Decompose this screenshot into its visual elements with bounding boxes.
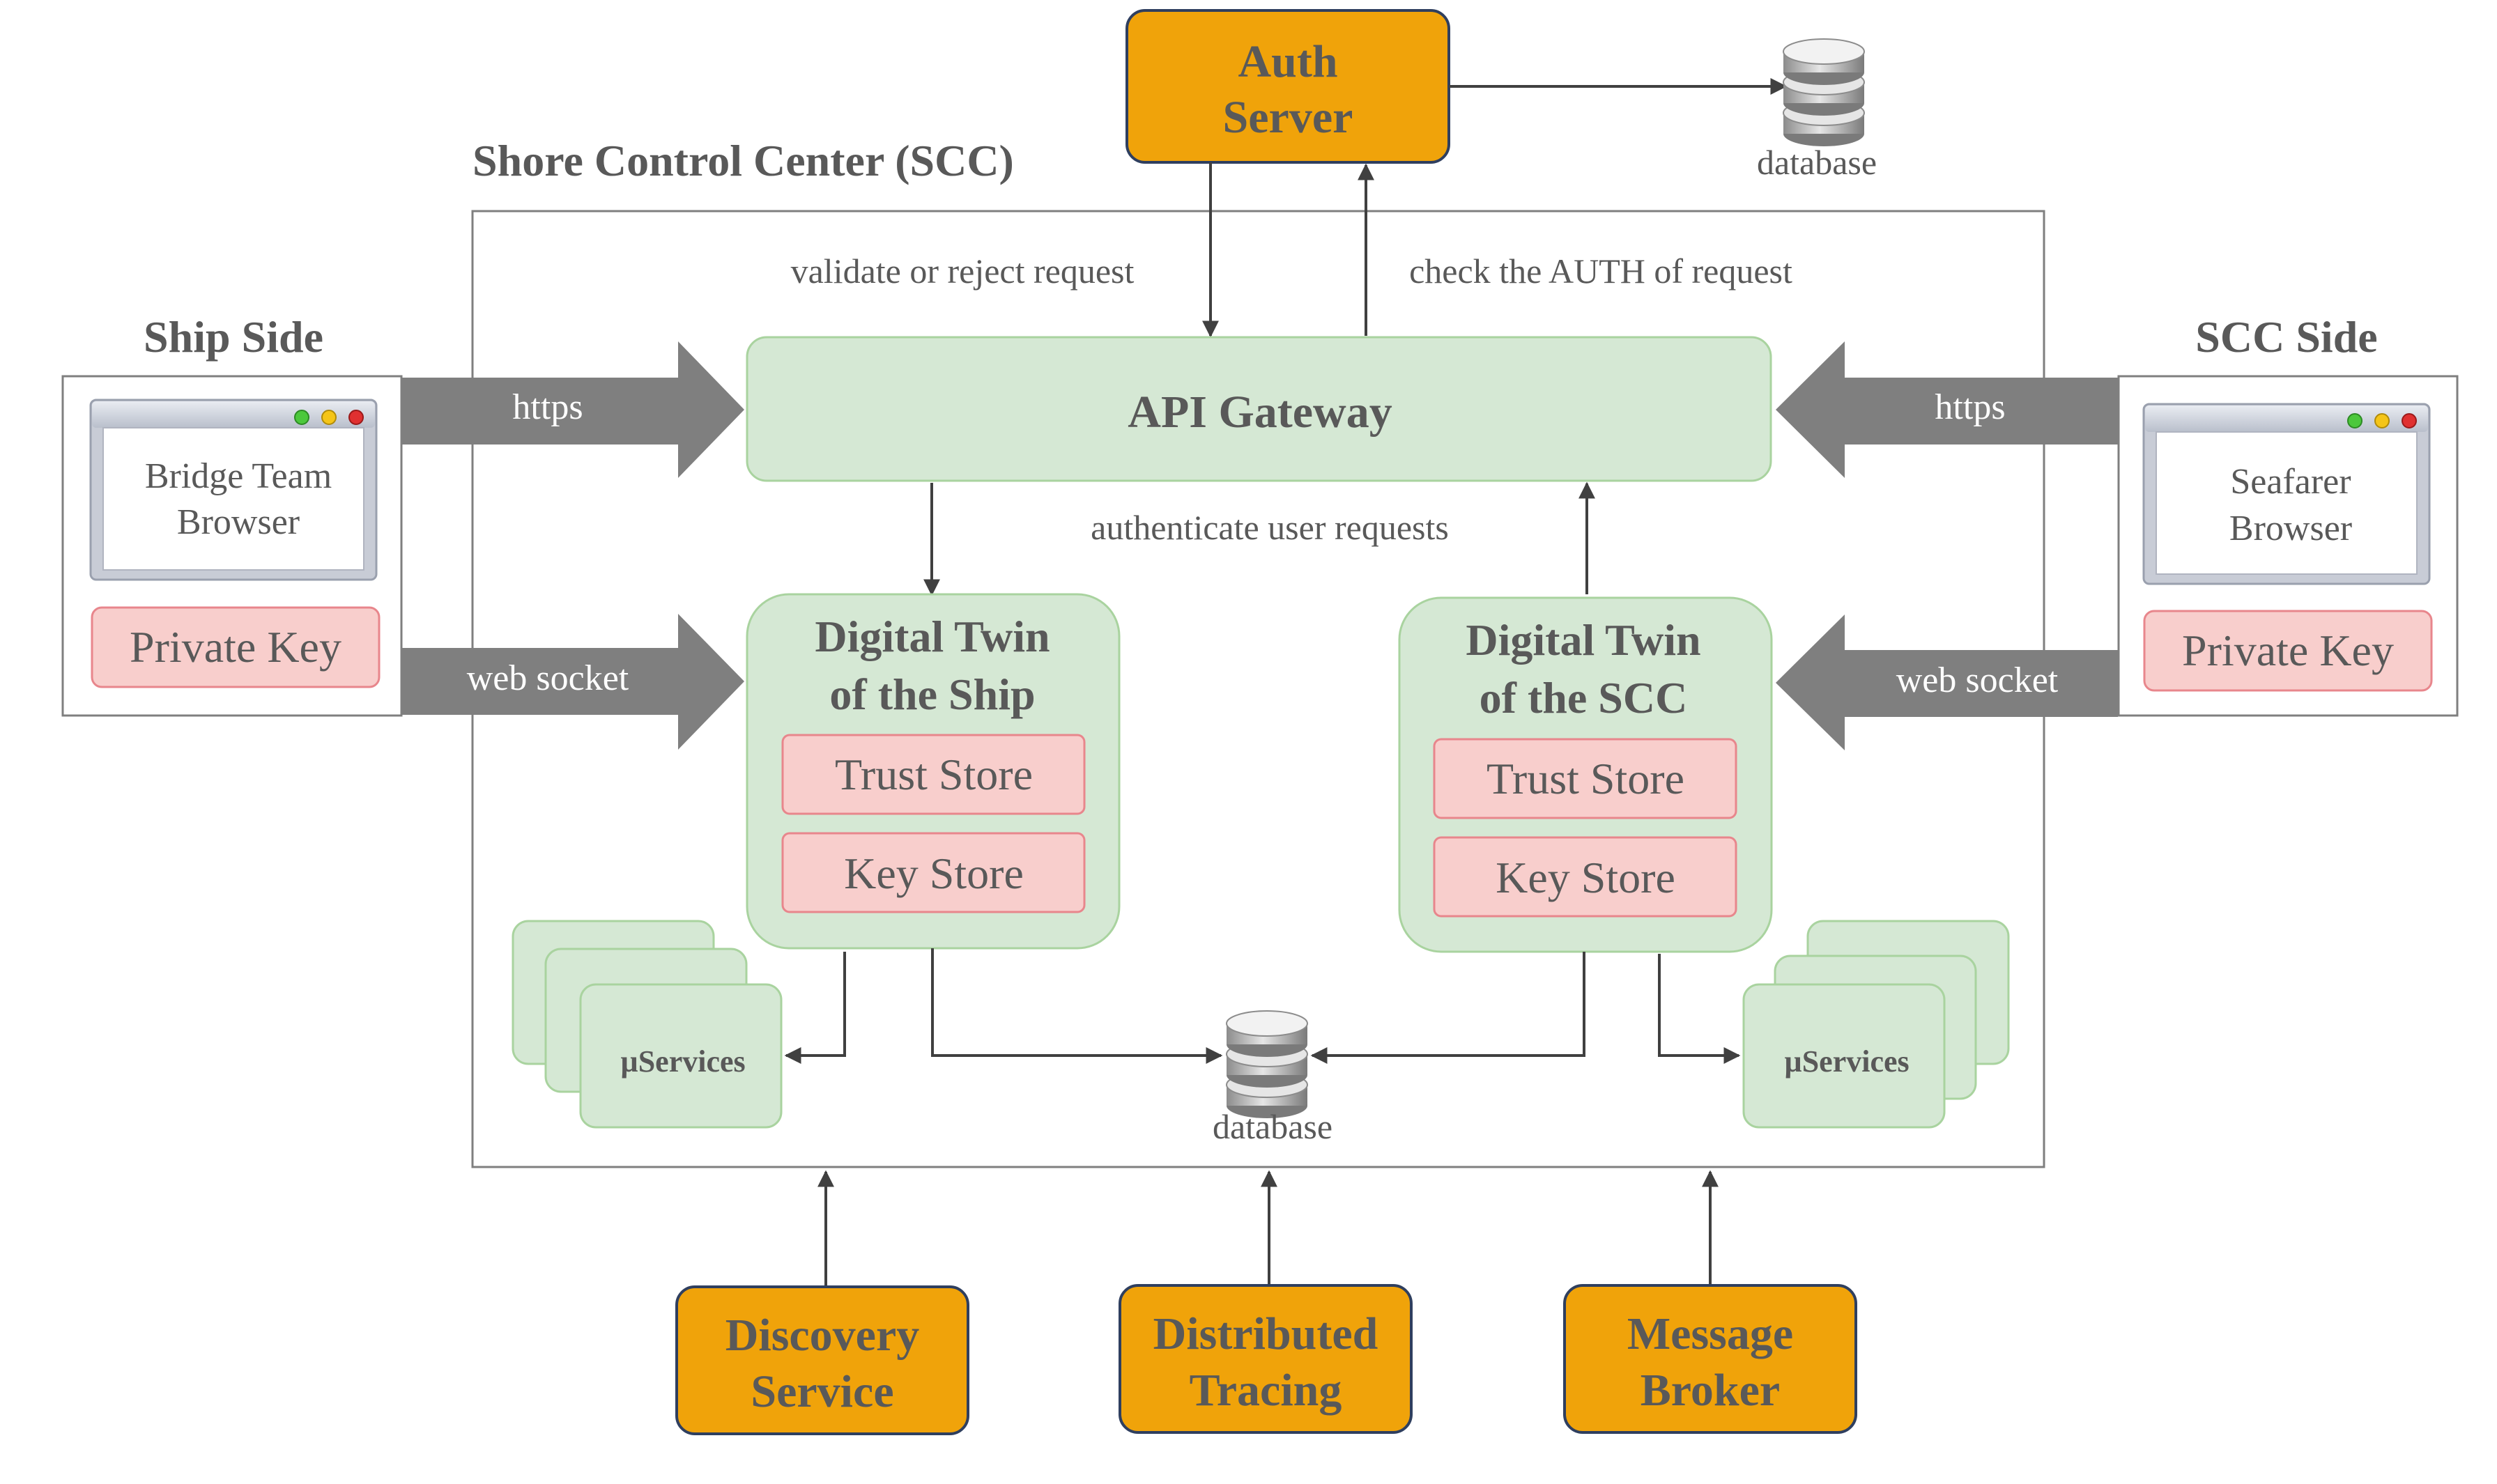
ship-private-key: Private Key: [91, 606, 381, 688]
api-gateway-label: API Gateway: [1128, 387, 1392, 438]
twin-scc-trust-store: Trust Store: [1433, 738, 1737, 819]
label-validate: validate or reject request: [791, 252, 1135, 291]
ship-private-key-label: Private Key: [130, 622, 341, 672]
window-green-dot-icon: [2347, 413, 2362, 428]
twin-scc-trust-store-label: Trust Store: [1486, 754, 1684, 803]
microservices-left-label: µServices: [620, 1044, 745, 1079]
arrow-twin-ship-to-database: [931, 948, 1223, 1064]
center-database-label: database: [1213, 1107, 1332, 1146]
scc-side-title: SCC Side: [2195, 312, 2377, 362]
window-yellow-dot-icon: [321, 410, 337, 425]
ship-https-label: https: [512, 387, 583, 427]
database-icon: [1783, 38, 1865, 146]
label-authenticate: authenticate user requests: [1091, 508, 1449, 547]
ship-websocket-label: web socket: [467, 658, 629, 698]
tracing-label-line2: Tracing: [1190, 1365, 1342, 1416]
database-icon: [1226, 1010, 1308, 1118]
arrow-twin-scc-to-database: [1310, 952, 1585, 1064]
window-yellow-dot-icon: [2374, 413, 2390, 428]
twin-ship-trust-store: Trust Store: [781, 734, 1086, 815]
message-broker-node: Message Broker: [1563, 1284, 1857, 1434]
ship-side-title: Ship Side: [144, 312, 323, 362]
scc-title: Shore Control Center (SCC): [472, 136, 1014, 185]
scc-https-arrow: [1776, 341, 2118, 478]
digital-twin-ship-node: Digital Twin of the Ship Trust Store Key…: [746, 593, 1121, 950]
bridge-team-browser-window: Bridge Team Browser: [89, 399, 378, 581]
microservices-right-label: µServices: [1784, 1044, 1909, 1079]
scc-https-label: https: [1935, 387, 2005, 427]
twin-scc-key-store: Key Store: [1433, 836, 1737, 918]
twin-scc-label-line2: of the SCC: [1480, 673, 1688, 722]
seafarer-browser-label-line2: Browser: [2229, 509, 2352, 548]
window-red-dot-icon: [2402, 413, 2417, 428]
bridge-team-browser-label-line1: Bridge Team: [145, 456, 332, 496]
scc-private-key-label: Private Key: [2182, 626, 2394, 675]
label-check-auth: check the AUTH of request: [1409, 252, 1792, 291]
twin-scc-key-store-label: Key Store: [1496, 853, 1675, 902]
broker-label-line2: Broker: [1641, 1365, 1780, 1416]
scc-websocket-label: web socket: [1896, 660, 2059, 700]
distributed-tracing-node: Distributed Tracing: [1119, 1284, 1413, 1434]
auth-server-label-line2: Server: [1223, 92, 1353, 143]
twin-ship-label-line2: of the Ship: [829, 670, 1035, 719]
api-gateway-node: API Gateway: [746, 336, 1772, 482]
twin-ship-key-store-label: Key Store: [844, 849, 1024, 898]
arrow-twin-ship-to-microservices: [784, 952, 846, 1064]
twin-ship-key-store: Key Store: [781, 832, 1086, 913]
arrow-twin-scc-to-microservices: [1658, 954, 1741, 1064]
broker-label-line1: Message: [1627, 1308, 1793, 1359]
discovery-label-line1: Discovery: [725, 1310, 920, 1361]
tracing-label-line1: Distributed: [1153, 1308, 1378, 1359]
auth-server-label-line1: Auth: [1238, 36, 1337, 87]
seafarer-browser-window: Seafarer Browser: [2142, 403, 2431, 585]
scc-websocket-arrow: [1776, 615, 2118, 750]
top-database-label: database: [1757, 143, 1877, 182]
window-red-dot-icon: [348, 410, 364, 425]
auth-server-node: Auth Server: [1125, 9, 1450, 164]
bridge-team-browser-label-line2: Browser: [177, 502, 300, 542]
twin-ship-trust-store-label: Trust Store: [835, 750, 1033, 799]
ship-https-arrow: [402, 341, 744, 478]
digital-twin-scc-node: Digital Twin of the SCC Trust Store Key …: [1398, 596, 1773, 953]
discovery-service-node: Discovery Service: [675, 1285, 969, 1435]
microservices-right-stack: µServices: [1742, 920, 2010, 1129]
ship-websocket-arrow: [402, 614, 744, 750]
seafarer-browser-label-line1: Seafarer: [2230, 462, 2351, 502]
discovery-label-line2: Service: [751, 1366, 893, 1417]
scc-private-key: Private Key: [2143, 610, 2433, 692]
window-green-dot-icon: [294, 410, 309, 425]
twin-ship-label-line1: Digital Twin: [815, 612, 1050, 661]
microservices-left-stack: µServices: [512, 920, 783, 1129]
twin-scc-label-line1: Digital Twin: [1466, 615, 1700, 665]
